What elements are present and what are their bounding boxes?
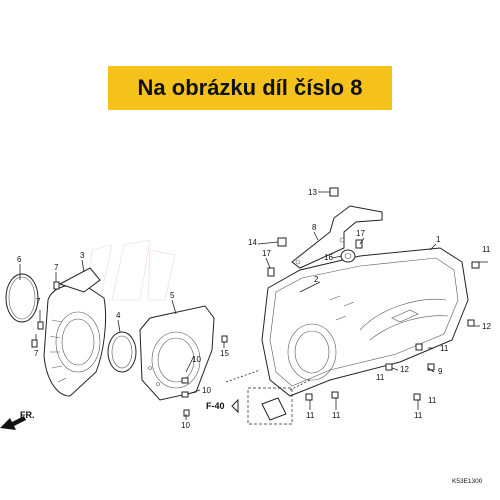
callout-7-c: 7 [34, 349, 39, 358]
callout-labels: 6 7 3 7 7 4 5 10 10 10 15 8 14 13 16 17 … [17, 188, 491, 430]
reference-f40: F-40 [206, 401, 225, 411]
callout-16: 15 [220, 349, 229, 358]
callout-4: 4 [116, 311, 121, 320]
direction-label: FR. [20, 410, 35, 420]
callout-11-c: 11 [376, 373, 385, 382]
callout-1: 1 [436, 235, 441, 244]
callout-12-a: 12 [482, 322, 491, 331]
callout-11-f: 11 [414, 411, 423, 420]
callout-15: 16 [324, 253, 333, 262]
banner-text: Na obrázku díl číslo 8 [137, 75, 363, 100]
part-number-banner: Na obrázku díl číslo 8 [108, 66, 392, 110]
part-small-bolts [31, 261, 480, 417]
callout-5: 5 [170, 291, 175, 300]
callout-10-a: 10 [192, 355, 201, 364]
callout-11-e: 11 [306, 411, 315, 420]
callout-17-a: 17 [356, 229, 365, 238]
leader-lines [19, 191, 488, 420]
callout-9: 9 [438, 367, 443, 376]
part-dowel-pins [267, 239, 363, 277]
callout-10-c: 10 [181, 421, 190, 430]
part-fan-shroud [139, 305, 215, 401]
watermark-logo [85, 239, 176, 301]
callout-11-g: 11 [428, 396, 437, 405]
part-collar [340, 249, 356, 263]
callout-14: 14 [248, 238, 257, 247]
callout-8: 8 [312, 223, 317, 232]
part-gasket-ring [107, 331, 137, 373]
part-o-ring [5, 273, 39, 323]
callout-11-b: 11 [440, 344, 449, 353]
callout-11-a: 11 [482, 245, 491, 254]
callout-10-b: 10 [202, 386, 211, 395]
callout-12-b: 12 [400, 365, 409, 374]
callout-11-d: 11 [332, 411, 341, 420]
callout-17-b: 17 [262, 249, 271, 258]
part-fan-cover [43, 267, 107, 397]
callout-13: 13 [308, 188, 317, 197]
callout-7-a: 7 [54, 263, 59, 272]
part-f40-reference [225, 369, 311, 425]
part-bracket [291, 205, 383, 269]
callout-6: 6 [17, 255, 22, 264]
callout-3: 3 [80, 251, 85, 260]
callout-7-b: 7 [36, 297, 41, 306]
diagram-code: K53E1300 [452, 478, 483, 485]
callout-2: 2 [314, 275, 319, 284]
front-direction-arrow: FR. [0, 410, 35, 430]
